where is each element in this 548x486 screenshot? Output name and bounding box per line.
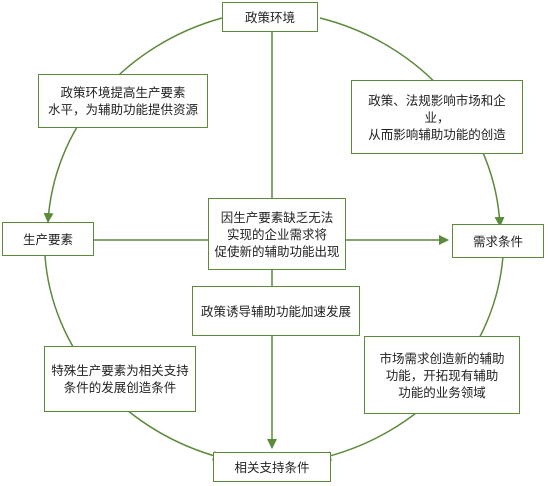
label-policy-to-demand: 政策、法规影响市场和企业， 从而影响辅助功能的创造 — [351, 80, 523, 154]
label-policy-to-support: 政策诱导辅助功能加速发展 — [192, 286, 360, 336]
node-demand: 需求条件 — [452, 224, 544, 258]
label-factors-to-demand: 因生产要素缺乏无法 实现的企业需求将 促使新的辅助功能出现 — [208, 198, 346, 270]
node-policy: 政策环境 — [222, 2, 318, 32]
node-support: 相关支持条件 — [213, 452, 331, 482]
node-factors: 生产要素 — [2, 222, 94, 256]
label-demand-to-support: 市场需求创造新的辅助 功能，开拓现有辅助 功能的业务领域 — [364, 336, 520, 414]
label-policy-to-factors: 政策环境提高生产要素 水平，为辅助功能提供资源 — [38, 74, 208, 128]
label-factors-to-support: 特殊生产要素为相关支持 条件的发展创造条件 — [44, 346, 196, 412]
